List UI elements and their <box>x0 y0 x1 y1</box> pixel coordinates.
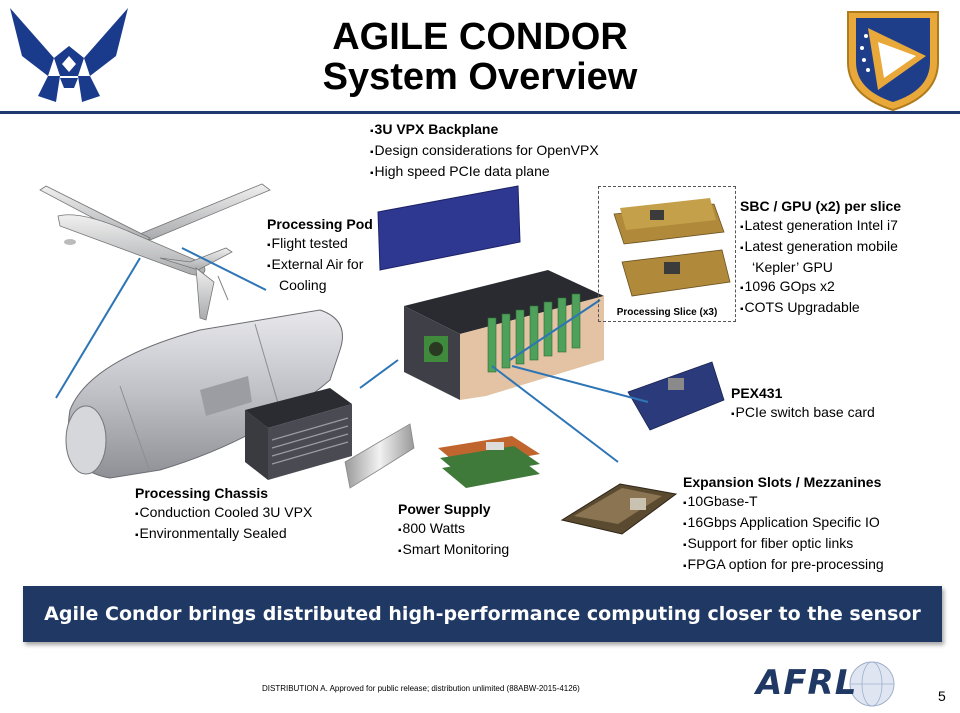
sbc-bullet-2-continuation: ‘Kepler’ GPU <box>740 258 901 277</box>
sbc-bullet-3: 1096 GOps x2 <box>740 277 901 298</box>
pod-bullet-2: External Air for <box>267 255 373 276</box>
sbc-heading: SBC / GPU (x2) per slice <box>740 197 901 216</box>
main-chassis-icon <box>404 270 604 400</box>
pex-bullet-1: PCIe switch base card <box>731 403 875 424</box>
sbc-callout: SBC / GPU (x2) per slice Latest generati… <box>740 197 901 319</box>
backplane-heading: 3U VPX Backplane <box>370 120 599 141</box>
sbc-bullet-4: COTS Upgradable <box>740 298 901 319</box>
power-bullet-2: Smart Monitoring <box>398 540 509 561</box>
expansion-heading: Expansion Slots / Mezzanines <box>683 473 884 492</box>
afrl-logo: AFRL <box>756 663 857 703</box>
pex-callout: PEX431 PCIe switch base card <box>731 384 875 424</box>
chassis-heading: Processing Chassis <box>135 484 312 503</box>
power-callout: Power Supply 800 Watts Smart Monitoring <box>398 500 509 561</box>
pod-bullet-1: Flight tested <box>267 234 373 255</box>
expansion-bullet-1: 10Gbase-T <box>683 492 884 513</box>
pod-heading: Processing Pod <box>267 215 373 234</box>
expansion-bullet-3: Support for fiber optic links <box>683 534 884 555</box>
sbc-bullet-1: Latest generation Intel i7 <box>740 216 901 237</box>
expansion-bullet-4: FPGA option for pre-processing <box>683 555 884 576</box>
power-heading: Power Supply <box>398 500 509 519</box>
pod-bullet-2-continuation: Cooling <box>267 276 373 295</box>
distribution-statement: DISTRIBUTION A. Approved for public rele… <box>262 684 580 693</box>
backplane-callout: 3U VPX Backplane Design considerations f… <box>370 120 599 183</box>
summary-banner: Agile Condor brings distributed high-per… <box>23 586 942 642</box>
backplane-icon <box>378 186 520 270</box>
expansion-card-icon <box>562 484 676 534</box>
uav-aircraft-icon <box>40 184 270 320</box>
chassis-callout: Processing Chassis Conduction Cooled 3U … <box>135 484 312 545</box>
chassis-bullet-2: Environmentally Sealed <box>135 524 312 545</box>
backplane-bullet-1: Design considerations for OpenVPX <box>370 141 599 162</box>
power-bullet-1: 800 Watts <box>398 519 509 540</box>
processing-slice-box: Processing Slice (x3) <box>598 186 736 322</box>
power-supply-icon <box>438 436 540 488</box>
backplane-bullet-2: High speed PCIe data plane <box>370 162 599 183</box>
chassis-bullet-1: Conduction Cooled 3U VPX <box>135 503 312 524</box>
pod-callout: Processing Pod Flight tested External Ai… <box>267 215 373 295</box>
sbc-bullet-2: Latest generation mobile <box>740 237 901 258</box>
chassis-cover-icon <box>345 424 414 488</box>
page-number: 5 <box>938 688 946 704</box>
expansion-bullet-2: 16Gbps Application Specific IO <box>683 513 884 534</box>
expansion-callout: Expansion Slots / Mezzanines 10Gbase-T 1… <box>683 473 884 576</box>
pex-heading: PEX431 <box>731 384 875 403</box>
pex431-board-icon <box>628 362 724 430</box>
processing-slice-label: Processing Slice (x3) <box>599 307 735 318</box>
summary-banner-text: Agile Condor brings distributed high-per… <box>44 603 921 625</box>
